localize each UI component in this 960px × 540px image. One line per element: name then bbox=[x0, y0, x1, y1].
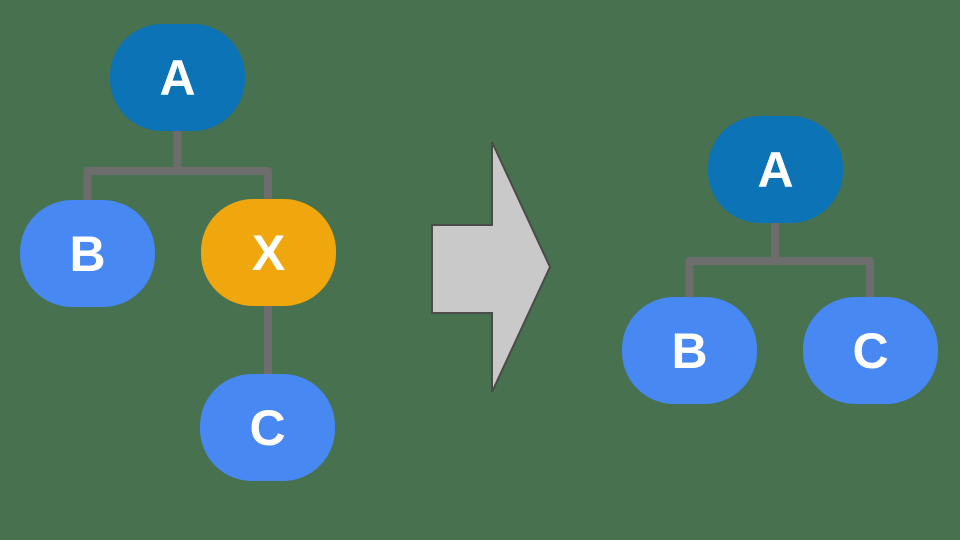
node-label: A bbox=[159, 49, 196, 106]
node-label: A bbox=[757, 141, 794, 198]
left-tree-connectors bbox=[83, 126, 272, 378]
left-tree-node-a: A bbox=[110, 24, 245, 131]
node-label: X bbox=[251, 224, 286, 281]
edge-left-a-to-b-and-x bbox=[83, 167, 272, 205]
node-label: B bbox=[69, 225, 106, 282]
left-tree-node-x: X bbox=[201, 199, 336, 306]
left-tree-node-b: B bbox=[20, 200, 155, 307]
right-tree-node-c: C bbox=[803, 297, 938, 404]
left-tree-node-c: C bbox=[200, 374, 335, 481]
transform-arrow-icon bbox=[431, 141, 552, 393]
node-label: C bbox=[852, 322, 889, 379]
right-tree-node-a: A bbox=[708, 116, 843, 223]
right-tree-node-b: B bbox=[622, 297, 757, 404]
node-label: C bbox=[249, 399, 286, 456]
right-tree-connectors bbox=[685, 219, 874, 298]
edge-right-a-to-b-and-c bbox=[685, 257, 874, 298]
node-label: B bbox=[671, 322, 708, 379]
